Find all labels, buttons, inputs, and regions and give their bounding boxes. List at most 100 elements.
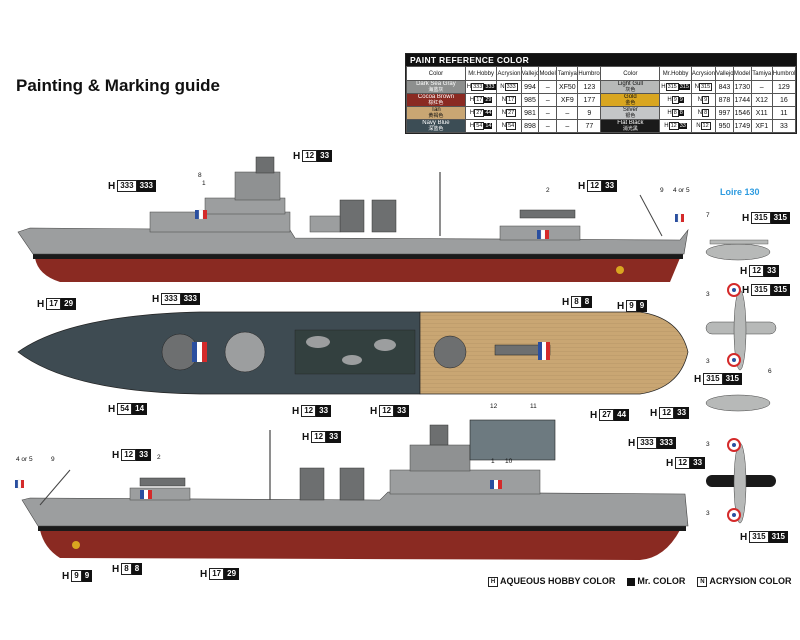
turret-b	[224, 331, 266, 373]
hull-bottom-red	[40, 530, 680, 560]
part-number: 1	[202, 180, 206, 187]
humbrol-code: 123	[577, 80, 602, 94]
paint-table-header: PAINT REFERENCE COLOR	[406, 54, 796, 66]
catapult	[519, 209, 576, 219]
part-number: 4 or 5	[673, 187, 690, 194]
tricolor-flag	[140, 490, 152, 499]
loire-130-side-bottom	[705, 394, 771, 412]
aircraft-label: Loire 130	[720, 187, 760, 197]
tower	[409, 444, 471, 472]
director	[429, 424, 449, 446]
bridge	[204, 197, 286, 215]
part-number: 9	[660, 187, 664, 194]
deck-wood	[419, 311, 689, 395]
part-number: 4 or 5	[16, 456, 33, 463]
loire-130-plan	[705, 283, 777, 371]
page-title: Painting & Marking guide	[16, 76, 221, 95]
vallejo-code: 950	[715, 119, 734, 133]
part-number: 7	[706, 212, 710, 219]
superstructure	[389, 469, 541, 495]
vallejo-code: 898	[520, 119, 540, 133]
loire-130-underside	[706, 438, 776, 524]
part-number: 3	[706, 510, 710, 517]
side-view-starboard	[17, 156, 689, 282]
loire-130-side-top	[705, 239, 771, 261]
director	[255, 156, 275, 174]
tricolor-flag	[195, 209, 207, 220]
propeller	[72, 541, 80, 549]
ensign-flag	[675, 213, 684, 223]
hull-grey	[17, 227, 689, 255]
funnel-1	[299, 467, 325, 501]
humbrol-code: 77	[577, 119, 602, 133]
detail-inset	[469, 419, 556, 461]
part-number: 9	[51, 456, 55, 463]
part-number: 12	[490, 403, 498, 410]
part-number: 11	[530, 403, 537, 410]
catapult	[139, 477, 186, 487]
part-number: 6	[768, 368, 772, 375]
part-number: 3	[706, 358, 710, 365]
tricolor-flag	[537, 229, 549, 240]
part-number: 8	[198, 172, 202, 179]
crane	[639, 194, 663, 237]
part-number: 3	[706, 441, 710, 448]
legend-mr-color: Mr. COLOR	[627, 576, 685, 586]
tricolor-roundel	[538, 342, 550, 360]
funnel-2	[371, 199, 397, 233]
part-number: 3	[706, 291, 710, 298]
humbrol-code: 33	[771, 119, 797, 133]
propeller	[616, 266, 624, 274]
boot-topping	[33, 254, 683, 259]
tricolor-roundel	[192, 342, 207, 362]
part-number: 2	[157, 454, 161, 461]
part-number: 2	[546, 187, 550, 194]
funnel-1	[339, 199, 365, 233]
turret-c	[433, 335, 467, 369]
tower	[234, 171, 281, 201]
deck-top-view	[17, 311, 689, 395]
funnel-2	[339, 467, 365, 501]
